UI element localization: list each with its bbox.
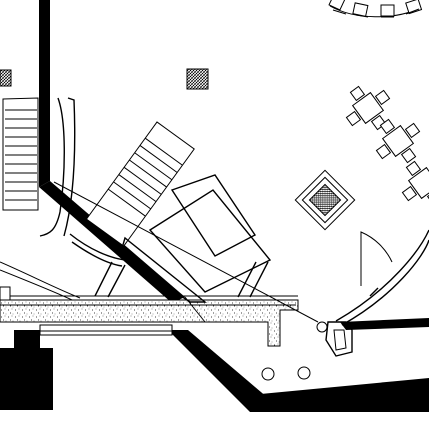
stair-tread [139, 145, 178, 173]
curved-facade [335, 229, 429, 326]
round-column [316, 321, 328, 333]
hatched-square-left [0, 69, 12, 87]
stair-treads-center [107, 137, 183, 217]
stair-treads-left [5, 109, 37, 201]
corner-column-detail [325, 321, 353, 357]
square-planter [294, 169, 356, 231]
chair [405, 160, 422, 177]
central-stair [69, 121, 272, 303]
table [381, 124, 415, 158]
stair-tread [107, 188, 146, 217]
table [407, 166, 429, 200]
chair [374, 89, 391, 106]
stair-tread [118, 174, 157, 203]
stair-tread [129, 159, 167, 188]
stair-tread [134, 152, 173, 181]
chair [400, 147, 417, 164]
hatched-square-center [186, 68, 209, 90]
round-column [297, 366, 311, 380]
chair [401, 185, 418, 202]
chair [375, 143, 392, 160]
terrace-ledge [0, 286, 299, 347]
round-table-chairs [328, 0, 423, 18]
inner-wall-line [53, 181, 319, 323]
stair-tread [123, 166, 162, 195]
table [351, 91, 385, 125]
exterior-walls [0, 0, 429, 412]
stair-upper-left [0, 97, 81, 301]
table-with-chairs [345, 85, 391, 131]
chair [404, 122, 421, 139]
chair [349, 85, 366, 102]
chair [379, 118, 396, 135]
chair [345, 110, 362, 127]
stair-tread [113, 181, 152, 210]
dining-tables [345, 85, 429, 206]
round-column [261, 367, 275, 381]
stair-tread [144, 137, 183, 166]
table-with-chairs [375, 118, 421, 164]
table-with-chairs [401, 160, 429, 206]
